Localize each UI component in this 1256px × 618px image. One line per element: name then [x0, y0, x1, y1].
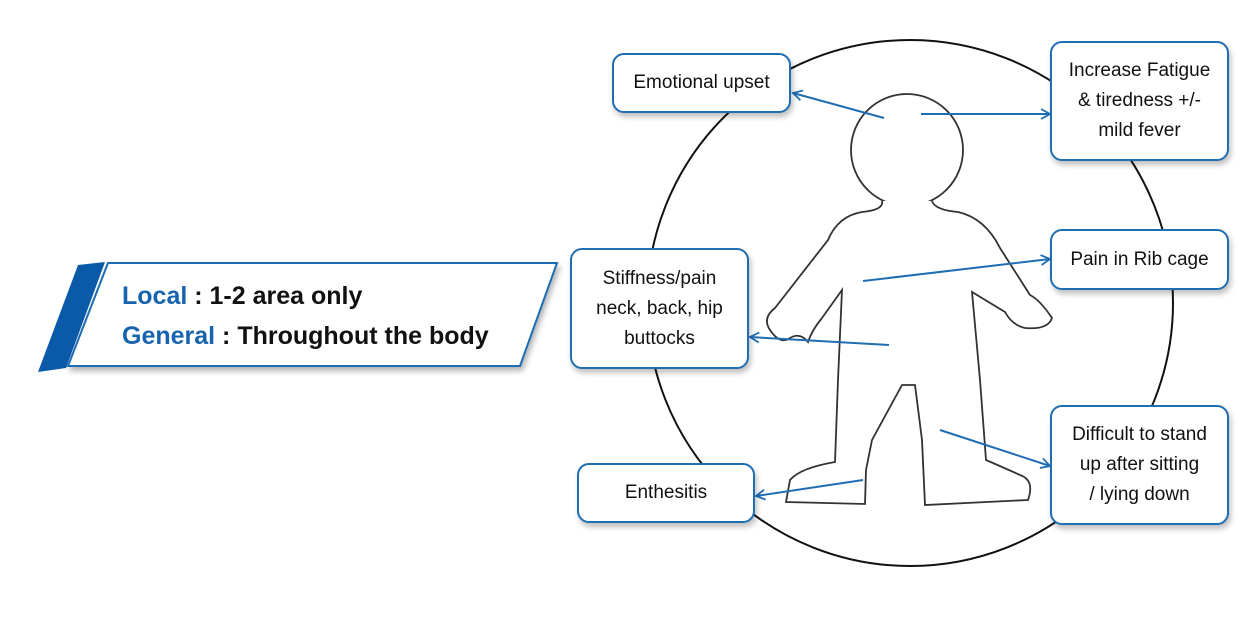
general-text: : Throughout the body [215, 322, 489, 350]
scope-banner: Local : 1-2 area only General : Througho… [122, 276, 489, 356]
arrow-rib [862, 254, 1052, 282]
arrow-enthesitis [754, 479, 864, 501]
symptom-emotional-upset: Emotional upset [612, 53, 791, 113]
arrow-standing [939, 429, 1052, 469]
symptom-stiffness: Stiffness/pain neck, back, hip buttocks [570, 248, 749, 369]
arrows [748, 89, 1052, 501]
symptom-enthesitis: Enthesitis [577, 463, 755, 523]
symptom-fatigue: Increase Fatigue & tiredness +/- mild fe… [1050, 41, 1229, 161]
banner-shape [66, 262, 559, 367]
general-line: General : Throughout the body [122, 316, 489, 356]
local-label: Local [122, 282, 188, 310]
local-text: : 1-2 area only [187, 282, 363, 310]
banner-accent-strip [38, 262, 105, 372]
symptom-rib-pain: Pain in Rib cage [1050, 229, 1229, 290]
arrow-emotional [791, 89, 885, 119]
symptom-difficult-standing: Difficult to stand up after sitting / ly… [1050, 405, 1229, 525]
local-line: Local : 1-2 area only [122, 276, 489, 316]
human-body-outline [766, 93, 1053, 506]
general-label: General [122, 322, 216, 350]
arrow-stiffness [748, 331, 890, 346]
